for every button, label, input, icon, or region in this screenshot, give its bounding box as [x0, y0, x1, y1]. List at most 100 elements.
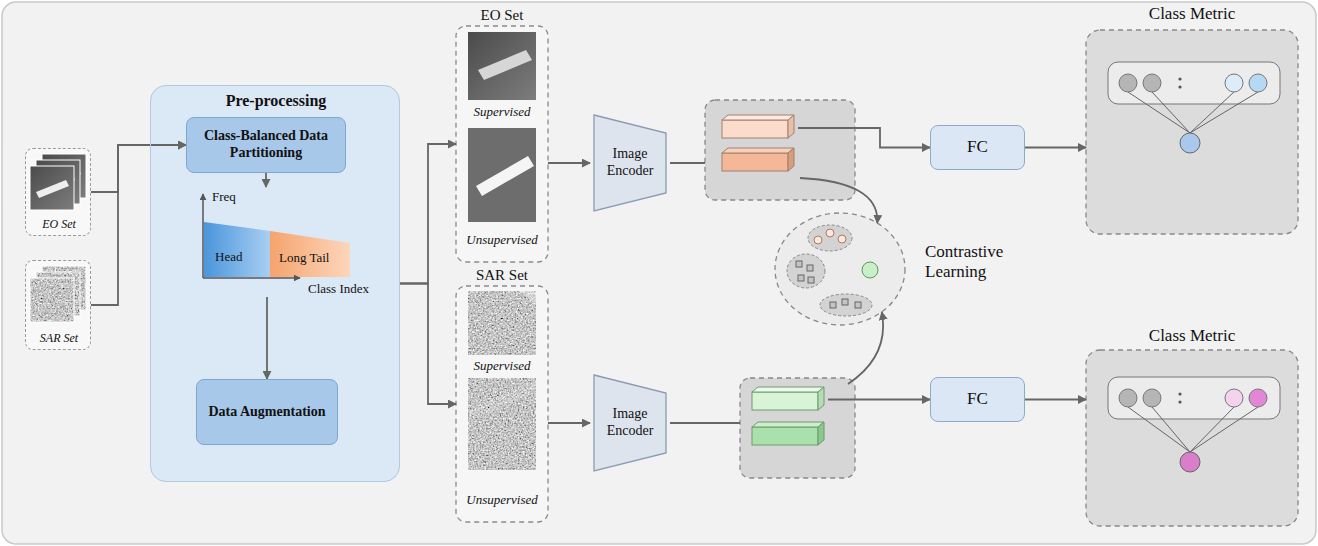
node-label: Class-Balanced Data Partitioning — [195, 128, 337, 162]
embedding-space-part — [796, 261, 802, 267]
embedding-space — [775, 213, 905, 325]
input-image-stack: EO Set — [25, 148, 91, 236]
sar-class-metric-part — [1178, 400, 1181, 403]
node-label: Pre-processing — [151, 91, 401, 110]
sar-feature-box-part — [752, 392, 818, 410]
sar-class-metric-part — [1128, 407, 1190, 452]
sar-class-metric-part — [1178, 392, 1181, 395]
sar-image-set-part — [468, 378, 536, 470]
text-slot: SAR Set — [456, 266, 548, 284]
eo-class-metric-part — [1152, 92, 1190, 133]
fc-layer: FC — [930, 377, 1025, 422]
input-sar-stack-part — [30, 278, 74, 322]
sar-image-set-part — [468, 380, 536, 422]
eo-class-metric-part — [1225, 74, 1243, 92]
text-slot: Supervised — [456, 358, 548, 374]
eo-feature-box-part — [722, 115, 794, 120]
preprocessing-panel-fill-part — [150, 85, 400, 482]
sar-class-metric-part — [1180, 452, 1200, 472]
eo-class-metric-part — [1190, 92, 1258, 133]
eo-image-set-part — [468, 128, 536, 222]
text-slot: EO Set — [456, 6, 548, 24]
sar-class-metric-part — [1190, 407, 1258, 452]
contrastive-learning-space: Contrastive Learning — [775, 212, 1030, 326]
sar-image-set-part — [520, 291, 536, 304]
long-tail-chart-part — [270, 231, 350, 277]
eo-image-set-part — [456, 26, 548, 262]
node-label: Image Encoder — [593, 406, 667, 440]
embedding-space-part — [855, 302, 861, 308]
sar-feature-box-part — [740, 378, 855, 478]
node-label: Unsupervised — [456, 232, 548, 248]
node-label: Head — [215, 249, 259, 265]
image-encoder: Image Encoder — [590, 375, 670, 471]
eo-class-metric-part — [1119, 74, 1137, 92]
embedding-space-part — [820, 294, 872, 316]
preprocessing-panel-fill — [150, 85, 400, 482]
sar-feature-box-part — [818, 387, 824, 410]
eo-class-metric-part — [1249, 74, 1267, 92]
connector-arrow — [400, 284, 456, 405]
text-slot: Long Tail — [279, 250, 349, 266]
connector-arrow — [400, 144, 456, 284]
encoder-trapezoids-part — [594, 115, 666, 211]
eo-feature-box-part — [722, 120, 788, 138]
eo-image-set-part — [468, 32, 536, 100]
embedding-space-part — [826, 229, 834, 237]
connector-arrow — [670, 163, 877, 223]
eo-feature-box-part — [788, 115, 794, 138]
sar-feature-box-part — [752, 387, 824, 392]
sar-image-set — [456, 286, 548, 522]
text-slot: SAR Set — [26, 331, 92, 345]
sar-image-set-part — [468, 291, 536, 355]
connector-arrow — [670, 400, 930, 424]
process-box: Data Augmentation — [196, 379, 338, 445]
sar-feature-box-part — [818, 422, 824, 445]
sar-image-set-part — [456, 286, 548, 522]
sar-class-metric-part — [1143, 389, 1161, 407]
eo-image-set-part — [478, 50, 532, 80]
node-label: EO Set — [26, 217, 92, 231]
input-eo-stack-part — [30, 166, 74, 210]
node-label: Class Metric — [1086, 4, 1298, 24]
eo-feature-box-part — [722, 153, 788, 171]
sar-class-metric-part — [1152, 407, 1190, 452]
node-label: Long Tail — [279, 250, 349, 266]
class-metric: Class Metric — [1086, 326, 1298, 526]
input-eo-stack-part — [25, 148, 91, 236]
connector-arrow — [548, 162, 590, 164]
input-sar-stack-part — [30, 278, 74, 322]
sar-class-metric-part — [1108, 377, 1280, 419]
fc-layer: FC — [930, 125, 1025, 170]
encoder-trapezoids-part — [594, 375, 666, 471]
eo-feature-box-part — [788, 148, 794, 171]
connector-arrow — [91, 145, 186, 192]
image-encoder: Image Encoder — [590, 115, 670, 211]
text-slot: Supervised — [456, 104, 548, 120]
node-label: SAR Set — [26, 331, 92, 345]
sar-class-metric-part — [1249, 389, 1267, 407]
long-tail-chart-part — [204, 222, 270, 277]
sar-class-metric — [1086, 350, 1298, 526]
embedding-space-part — [808, 225, 852, 251]
eo-feature-box — [705, 100, 855, 200]
text-slot: Freq — [212, 189, 252, 205]
long-tail-chart — [203, 194, 350, 278]
image-set-group: SAR SetSupervisedUnsupervised — [456, 266, 548, 524]
text-slot: Class Metric — [1086, 4, 1298, 24]
connector-arrow — [670, 128, 930, 163]
embedding-space-part — [807, 265, 813, 271]
node-label: FC — [967, 137, 988, 157]
eo-feature-box-part — [705, 100, 855, 200]
connector-arrow — [670, 312, 883, 423]
eo-class-metric-part — [1143, 74, 1161, 92]
node-label: FC — [967, 389, 988, 409]
embedding-space-part — [798, 275, 804, 281]
node-label: Class Metric — [1086, 326, 1298, 346]
input-image-stack: SAR Set — [25, 260, 91, 350]
embedding-space-part — [830, 302, 836, 308]
